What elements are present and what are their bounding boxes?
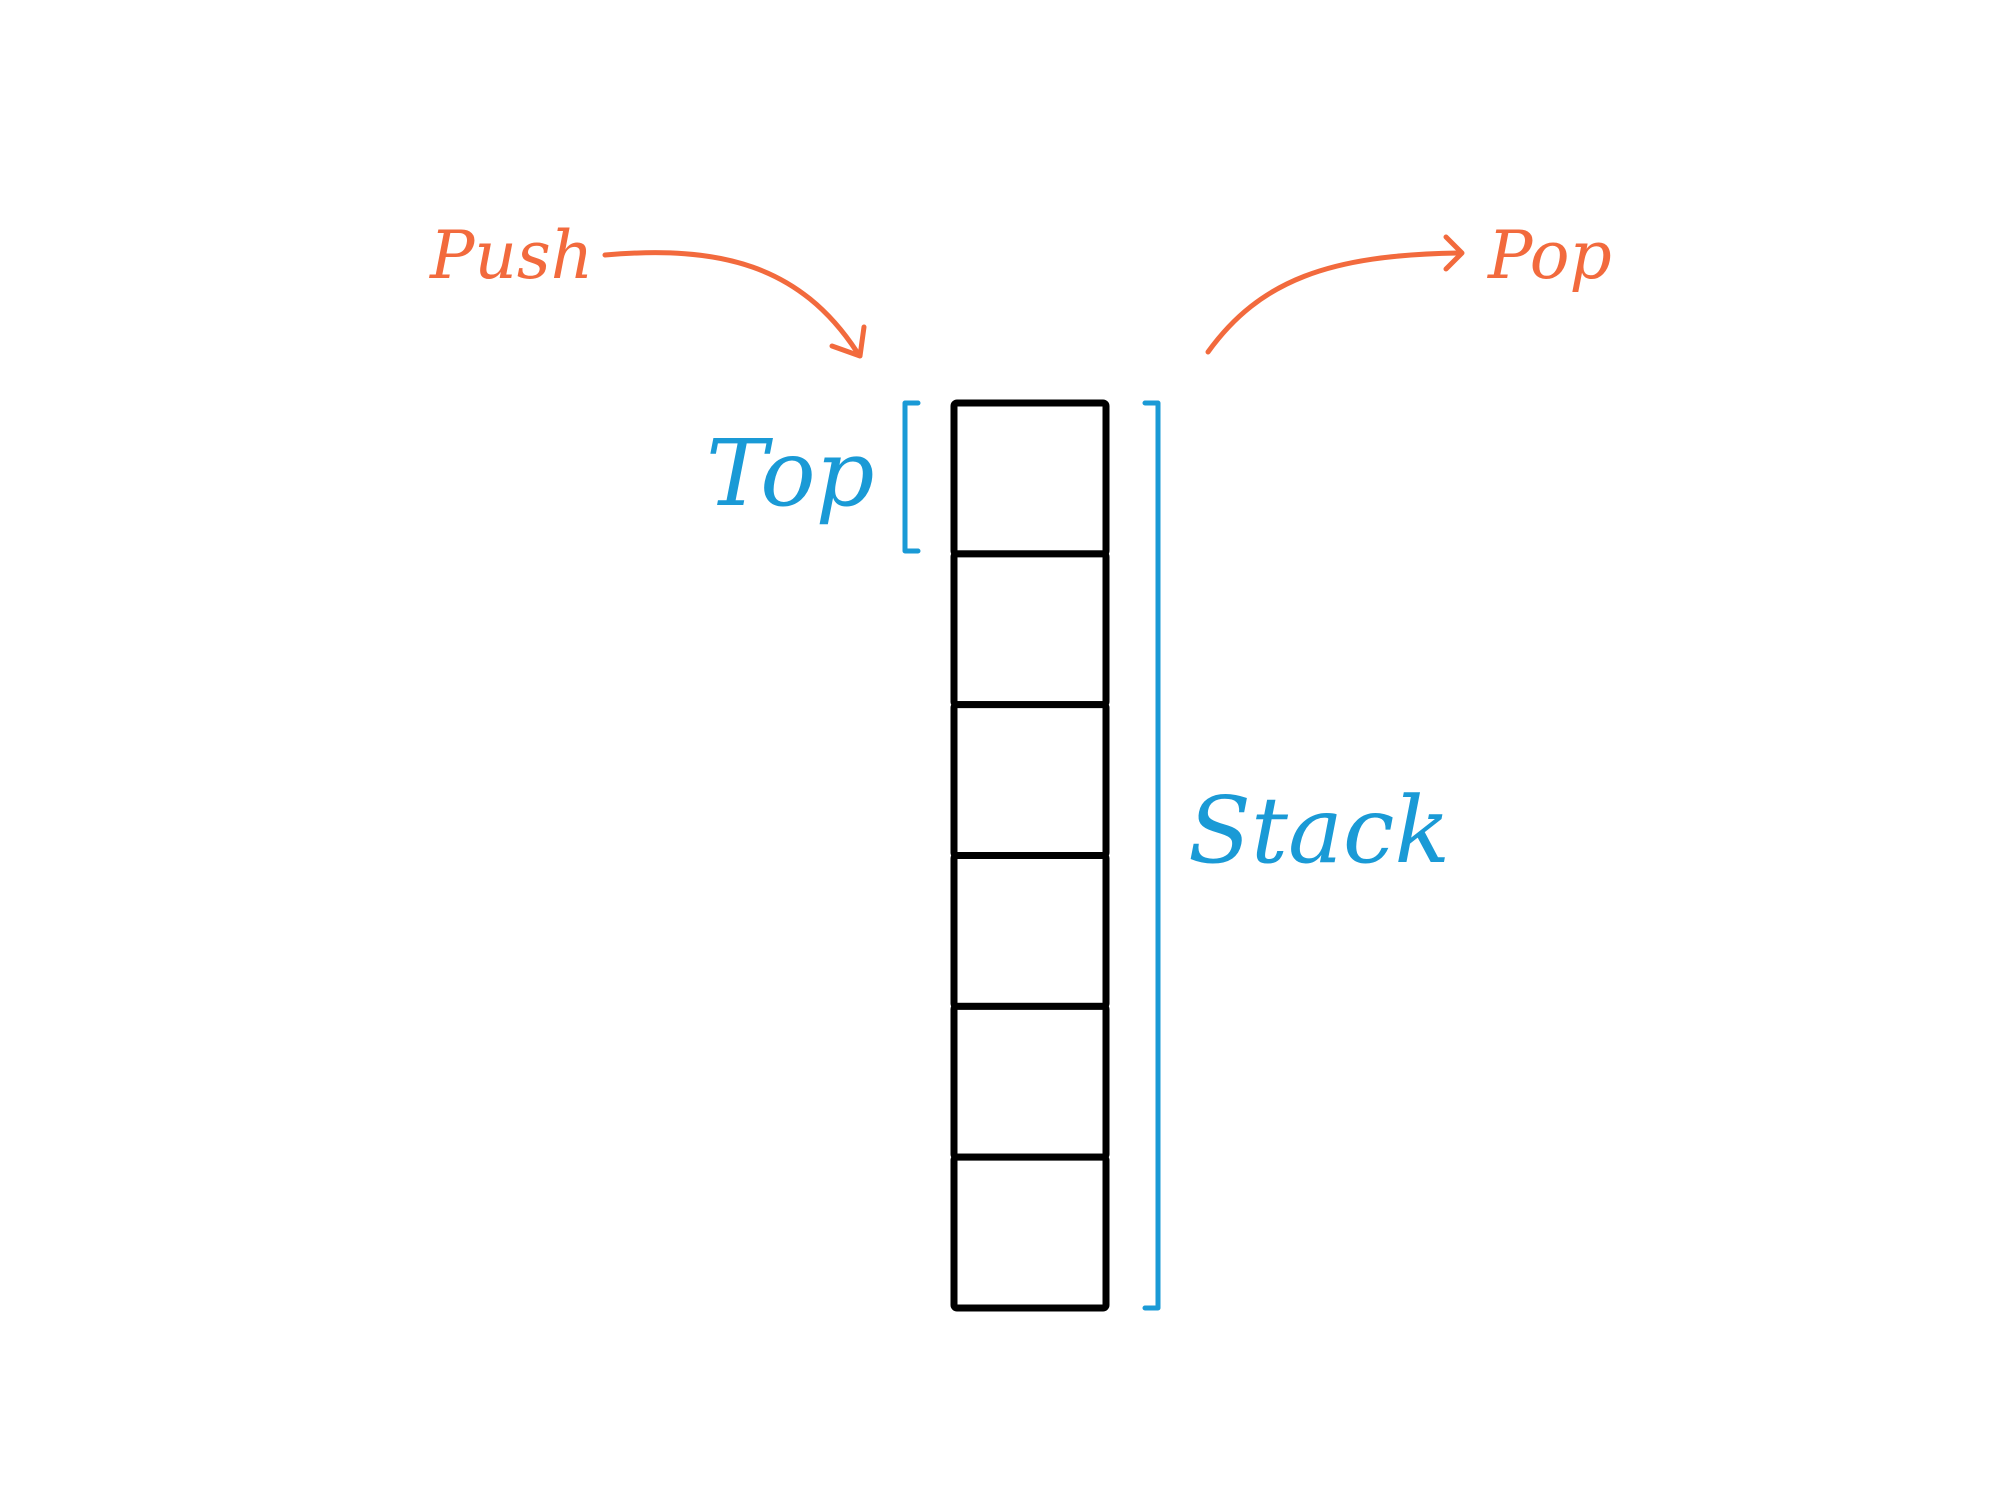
stack-bracket xyxy=(1142,400,1161,1311)
pop-arrowhead xyxy=(1443,234,1465,272)
pop-label: Pop xyxy=(1487,217,1612,294)
stack-cell xyxy=(950,852,1110,1010)
push-arrow-curve xyxy=(602,250,860,355)
stack-label: Stack xyxy=(1188,777,1450,884)
push-arrow-icon xyxy=(602,250,867,359)
push-arrowhead xyxy=(829,324,867,359)
stack-column xyxy=(950,399,1110,1312)
top-bracket xyxy=(902,400,921,554)
pop-arrow-icon xyxy=(1205,234,1465,355)
push-label: Push xyxy=(429,217,593,294)
top-label: Top xyxy=(706,420,875,527)
stack-cell xyxy=(950,1153,1110,1312)
pop-arrow-curve xyxy=(1205,250,1461,355)
stack-cell xyxy=(950,701,1110,860)
stack-cell xyxy=(950,550,1110,709)
stack-cell-top xyxy=(950,399,1110,558)
stack-cell xyxy=(950,1002,1110,1161)
